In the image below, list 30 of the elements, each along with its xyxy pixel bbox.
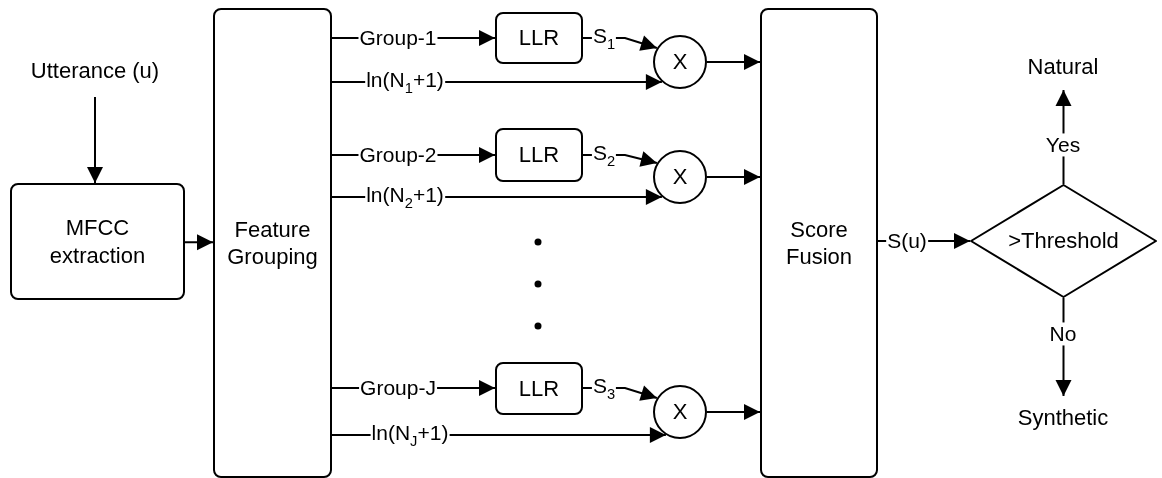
node-text: LLR bbox=[518, 374, 560, 403]
arrow bbox=[87, 96, 103, 184]
multiplier-circle bbox=[653, 35, 707, 89]
arrow bbox=[706, 169, 761, 185]
node-text: Score Fusion bbox=[784, 215, 853, 271]
process-box bbox=[10, 183, 185, 300]
node-label: Synthetic bbox=[1017, 404, 1109, 432]
edge-label: No bbox=[1048, 322, 1078, 346]
node-text: Feature Grouping bbox=[226, 215, 319, 271]
node-text: X bbox=[672, 163, 688, 191]
node-text: LLR bbox=[518, 24, 560, 52]
node-label: Utterance (u) bbox=[30, 57, 160, 85]
process-box bbox=[495, 362, 583, 415]
process-box bbox=[495, 12, 583, 64]
node-text: X bbox=[672, 48, 688, 76]
process-box bbox=[495, 128, 583, 182]
node-text: MFCC extraction bbox=[48, 214, 147, 269]
node-text: LLR bbox=[518, 141, 560, 169]
arrow bbox=[706, 404, 761, 420]
decision-diamond bbox=[970, 184, 1157, 298]
arrow bbox=[706, 54, 761, 70]
multiplier-circle bbox=[653, 150, 707, 204]
multiplier-circle bbox=[653, 385, 707, 439]
node-text: >Threshold bbox=[1008, 227, 1119, 255]
node-text: X bbox=[672, 398, 688, 426]
edge-label: Yes bbox=[1044, 133, 1082, 157]
process-box bbox=[760, 8, 878, 478]
node-label: Natural bbox=[1027, 53, 1099, 81]
process-box bbox=[213, 8, 332, 478]
arrow bbox=[184, 234, 214, 251]
